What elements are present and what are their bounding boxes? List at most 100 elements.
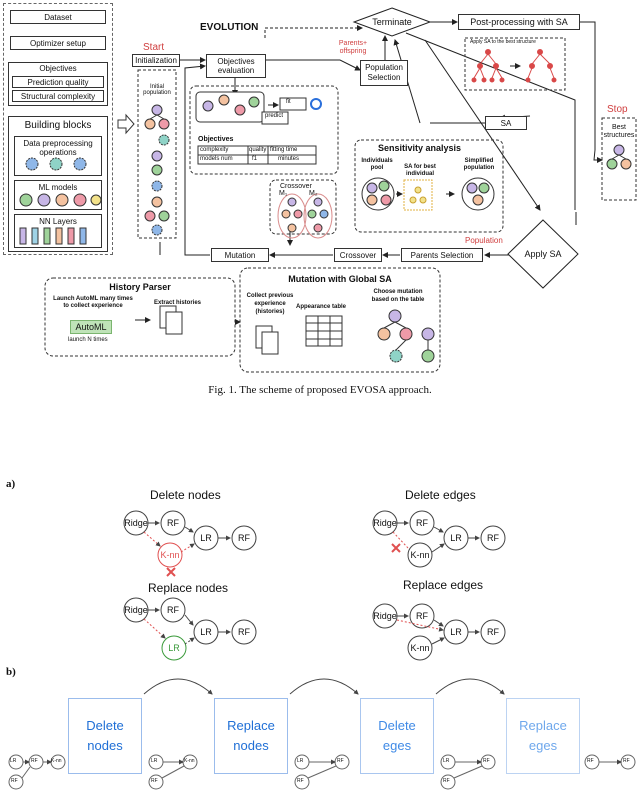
choose-mutation-label: Choose mutation based on the table (371, 289, 425, 303)
delete-nodes-title: Delete nodes (150, 488, 221, 502)
nn-layer-icons (19, 227, 87, 245)
sa-box: SA (485, 116, 527, 130)
mini-lr-2: LR (151, 758, 158, 764)
mini-lr-1: LR (10, 758, 17, 764)
mini-rf-4: RF (483, 758, 490, 764)
prediction-quality-box: Prediction quality (12, 76, 104, 88)
sa-best-label: SA for best individual (404, 164, 436, 177)
terminate-diamond (352, 7, 432, 37)
dn-lr: LR (200, 533, 212, 543)
population-selection-box: Population Selection (360, 60, 408, 86)
mini-rf-5: RF (587, 758, 594, 764)
rn-rf2: RF (238, 627, 250, 637)
optimizer-setup-box: Optimizer setup (10, 36, 106, 50)
delete-edges-title: Delete edges (405, 488, 476, 502)
mini-lr-4: LR (443, 758, 450, 764)
predict-label: predict (265, 113, 284, 119)
apply-sa-title: Apply SA to the best structure (470, 39, 536, 45)
initialization-box: Initialization (132, 54, 180, 67)
mutation-global-title: Mutation with Global SA (288, 274, 392, 284)
extract-histories-label: Extract histories (154, 300, 202, 306)
sensitivity-title: Sensitivity analysis (378, 143, 462, 153)
terminate-label: Terminate (372, 17, 412, 27)
mini-rf-4b: RF (443, 778, 450, 784)
fig2b-label: b) (6, 666, 16, 678)
de-rf: RF (416, 518, 428, 528)
initial-population-trees (144, 104, 170, 236)
dn-rf2: RF (238, 533, 250, 543)
dataset-box: Dataset (10, 10, 106, 24)
rn-rf: RF (167, 605, 179, 615)
fig1-caption: Fig. 1. The scheme of proposed EVOSA app… (208, 384, 432, 396)
obj-row-models-num: models num (200, 156, 233, 162)
preprocessing-icons (25, 157, 87, 171)
fig2a-graphics (123, 510, 506, 661)
mini-knn-2: K-nn (184, 758, 195, 764)
mini-rf-3: RF (337, 758, 344, 764)
appearance-table-grid (305, 315, 343, 347)
obj-header-quality: quality (249, 147, 267, 153)
mutation-tree-graphic (377, 309, 435, 363)
objectives-group-title: Objectives (39, 64, 77, 73)
dn-ridge: Ridge (124, 518, 148, 528)
objectives-table (197, 145, 317, 165)
evolution-graphics (19, 7, 637, 373)
fig2a-label: a) (6, 478, 16, 490)
mutation-box: Mutation (211, 248, 269, 262)
crossover-group-title: Crossover (280, 183, 312, 190)
evolution-title: EVOLUTION (200, 22, 259, 33)
mini-rf-2: RF (151, 778, 158, 784)
mini-lr-3: LR (297, 758, 304, 764)
re-knn: K-nn (410, 643, 430, 653)
fit-label: fit (286, 99, 291, 105)
automl-box: AutoML (70, 320, 112, 334)
mini-knn-1: K-nn (51, 758, 62, 764)
history-launch-label: Launch AutoML many times to collect expe… (53, 296, 133, 309)
fig2b-arcs (8, 678, 636, 790)
de-rf2: RF (487, 533, 499, 543)
start-label: Start (143, 42, 165, 53)
obj-row-f1: f1 (252, 156, 258, 162)
apply-sa-label: Apply SA (524, 249, 562, 259)
simplified-population-label: Simplified population (463, 158, 495, 171)
collect-experience-label: Collect previous experience (histories) (246, 293, 294, 315)
mini-rf-3b: RF (297, 778, 304, 784)
building-blocks-group (8, 116, 108, 252)
m1-label: M₁ (279, 190, 288, 197)
dn-knn: K-nn (160, 550, 180, 560)
mini-rf-5b: RF (623, 758, 630, 764)
individuals-pool-label: Individuals pool (361, 158, 393, 171)
left-panel (3, 3, 113, 255)
input-arrow-icon (117, 113, 135, 135)
structural-complexity-box: Structural complexity (12, 90, 104, 102)
ml-model-icons (19, 193, 102, 207)
population-label: Population (465, 236, 503, 245)
dn-rf: RF (167, 518, 179, 528)
obj-header-fitting-time: fitting time (270, 147, 298, 153)
re-lr: LR (450, 627, 462, 637)
best-structures-label: Best structures (603, 124, 635, 139)
re-rf: RF (416, 611, 428, 621)
rn-ridge: Ridge (124, 605, 148, 615)
de-ridge: Ridge (373, 518, 397, 528)
objectives-table-title: Objectives (198, 136, 234, 143)
mini-rf-1: RF (31, 758, 38, 764)
history-parser-title: History Parser (109, 282, 171, 292)
crossover-box: Crossover (334, 248, 382, 262)
m2-label: M₂ (309, 190, 318, 197)
parents-selection-box: Parents Selection (401, 248, 483, 262)
re-rf2: RF (487, 627, 499, 637)
objectives-evaluation-box: Objectives evaluation (206, 54, 266, 78)
de-knn: K-nn (410, 550, 430, 560)
objectives-group (8, 62, 108, 106)
launch-n-label: launch N times (68, 337, 108, 343)
mini-rf-1b: RF (11, 778, 18, 784)
de-lr: LR (450, 533, 462, 543)
